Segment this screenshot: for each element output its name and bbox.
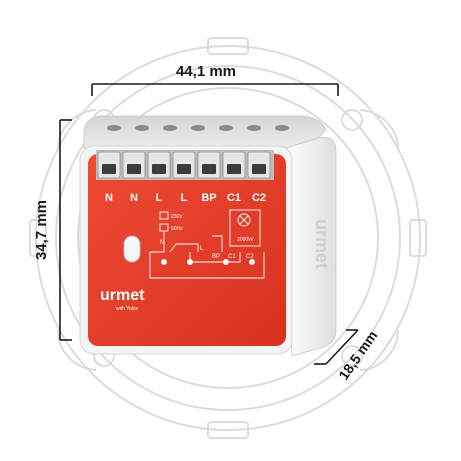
schematic-n: N xyxy=(160,240,164,246)
side-engraving: urmet xyxy=(312,219,332,269)
schematic-voltage: 230V xyxy=(171,214,183,220)
depth-dimension xyxy=(314,329,359,365)
schematic-l: L xyxy=(200,246,204,252)
top-screw-holes xyxy=(107,125,289,131)
height-dimension xyxy=(59,119,72,341)
height-label: 34,7 mm xyxy=(33,200,50,260)
top-face xyxy=(83,115,327,149)
side-face xyxy=(285,136,337,357)
terminal-label: N xyxy=(130,192,138,204)
terminal-label: BP xyxy=(201,192,216,204)
schematic-c1: C1 xyxy=(228,254,236,260)
terminal-labels: N N L L BP C1 C2 xyxy=(105,192,266,204)
terminal-block xyxy=(96,150,274,180)
brand-sub: with Yokis xyxy=(116,306,138,312)
schematic-bp: BP xyxy=(212,254,220,260)
wiring-schematic xyxy=(149,209,265,279)
terminal-label: L xyxy=(181,192,188,204)
terminal-label: L xyxy=(156,192,163,204)
red-front-panel xyxy=(88,154,286,346)
terminal-label: C2 xyxy=(252,192,266,204)
push-button xyxy=(123,235,141,263)
schematic-c2: C2 xyxy=(246,254,254,260)
relay-module: N N L L BP C1 C2 xyxy=(79,115,337,357)
schematic-load-power: 2000W xyxy=(237,237,253,243)
terminal-label: C1 xyxy=(227,192,241,204)
junction-box-line-art xyxy=(29,37,427,439)
brand-logo: urmet xyxy=(100,287,145,304)
width-dimension xyxy=(91,83,339,96)
terminal-label: N xyxy=(105,192,113,204)
schematic-frequency: 50Hz xyxy=(171,226,183,232)
width-label: 44,1 mm xyxy=(176,63,236,80)
